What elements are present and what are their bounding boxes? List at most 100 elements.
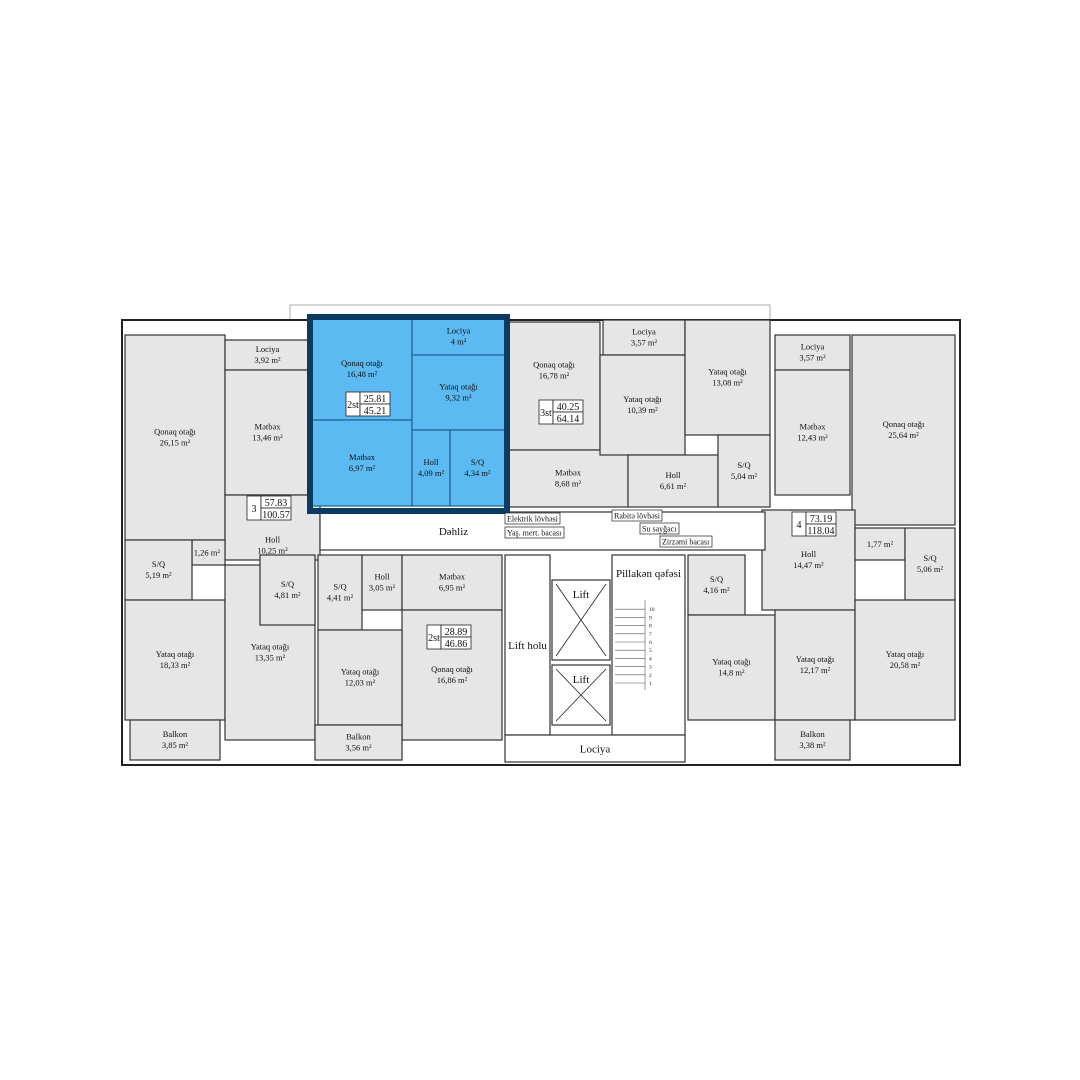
room-core-liftholu[interactable]: Lift holu — [504, 554, 551, 736]
room-label: S/Q — [281, 579, 294, 589]
apartment-living-area: 73.19 — [810, 514, 833, 525]
room-label: Holl — [374, 572, 390, 582]
room-d4-sq1[interactable]: S/Q5,06 m² — [904, 527, 956, 601]
selected-apartment-outline[interactable] — [307, 314, 510, 514]
room-core-lociya[interactable]: Lociya — [504, 734, 686, 763]
room-core-pillakan[interactable]: Pillakən qəfəsi — [611, 554, 686, 736]
room-core-lift2[interactable]: Lift — [551, 664, 611, 726]
room-area: 10,25 m² — [257, 546, 288, 556]
room-label: Qonaq otağı — [154, 427, 196, 437]
room-label: Dəhliz — [439, 526, 468, 538]
room-shape — [124, 334, 226, 541]
room-area: 14,8 m² — [718, 668, 745, 678]
room-shape — [411, 317, 506, 356]
room-label: Yataq otağı — [712, 657, 751, 667]
room-label: Balkon — [163, 729, 188, 739]
room-a3-store[interactable]: 1,26 m² — [191, 539, 226, 566]
apartment-living-area: 28.89 — [445, 627, 468, 638]
room-area: 25,64 m² — [888, 430, 919, 440]
room-area: 3,56 m² — [345, 743, 372, 753]
stair-step-number: 2 — [649, 673, 652, 679]
room-label: Yataq otağı — [623, 394, 662, 404]
room-label: S/Q — [152, 559, 165, 569]
room-label: Lociya — [801, 342, 825, 352]
apartment-rooms: 3st — [540, 408, 552, 419]
service-label: Rabitə lövhəsi — [611, 509, 663, 522]
room-area: 5,19 m² — [145, 570, 172, 580]
room-area: 3,57 m² — [631, 338, 658, 348]
room-label: Mətbəx — [800, 422, 827, 432]
stair-step-number: 3 — [649, 665, 652, 671]
room-label: Holl — [265, 535, 281, 545]
room-label: S/Q — [710, 574, 723, 584]
room-area: 1,77 m² — [867, 539, 894, 549]
stair-step-number: 9 — [649, 615, 652, 621]
stair-step-number: 4 — [649, 656, 652, 662]
room-shape — [687, 554, 746, 616]
service-label: Su sayğacı — [639, 522, 680, 535]
service-label-text: Zirzəmi bacası — [662, 538, 710, 547]
room-c3-sq[interactable]: S/Q5,04 m² — [717, 434, 771, 508]
room-area: 1,26 m² — [194, 548, 221, 558]
room-shape — [124, 539, 193, 601]
room-d4-store[interactable]: 1,77 m² — [854, 527, 906, 561]
apartment-rooms: 4 — [797, 520, 802, 531]
room-shape — [627, 454, 719, 508]
room-shape — [507, 449, 629, 508]
room-area: 9,32 m² — [445, 393, 472, 403]
room-shape — [684, 319, 771, 436]
room-d4-sq2[interactable]: S/Q4,16 m² — [687, 554, 746, 616]
apartment-total-area: 45.21 — [364, 406, 387, 417]
lift-shaft-cross — [555, 583, 607, 657]
apartment-rooms: 3 — [252, 504, 257, 515]
room-label: Holl — [801, 549, 817, 559]
room-shape — [504, 554, 551, 736]
apartment-living-area: 40.25 — [557, 402, 580, 413]
apartment-total-area: 118.04 — [807, 526, 834, 537]
room-h2-sq[interactable]: S/Q4,34 m² — [449, 429, 506, 507]
room-label: Qonaq otağı — [341, 358, 383, 368]
room-a3-sq1[interactable]: S/Q5,19 m² — [124, 539, 193, 601]
room-label: Mətbəx — [255, 422, 282, 432]
room-area: 5,06 m² — [917, 564, 944, 574]
room-shape — [259, 554, 316, 626]
room-shape — [687, 614, 776, 721]
room-shape — [411, 429, 451, 507]
room-label: Mətbəx — [555, 468, 582, 478]
room-b2-sq[interactable]: S/Q4,41 m² — [317, 554, 363, 631]
apartment-total-area: 100.57 — [262, 510, 290, 521]
room-area: 8,68 m² — [555, 479, 582, 489]
room-core-lift1[interactable]: Lift — [551, 579, 611, 661]
room-a3-sq2[interactable]: S/Q4,81 m² — [259, 554, 316, 626]
room-shape — [851, 334, 956, 526]
room-area: 3,38 m² — [799, 740, 826, 750]
